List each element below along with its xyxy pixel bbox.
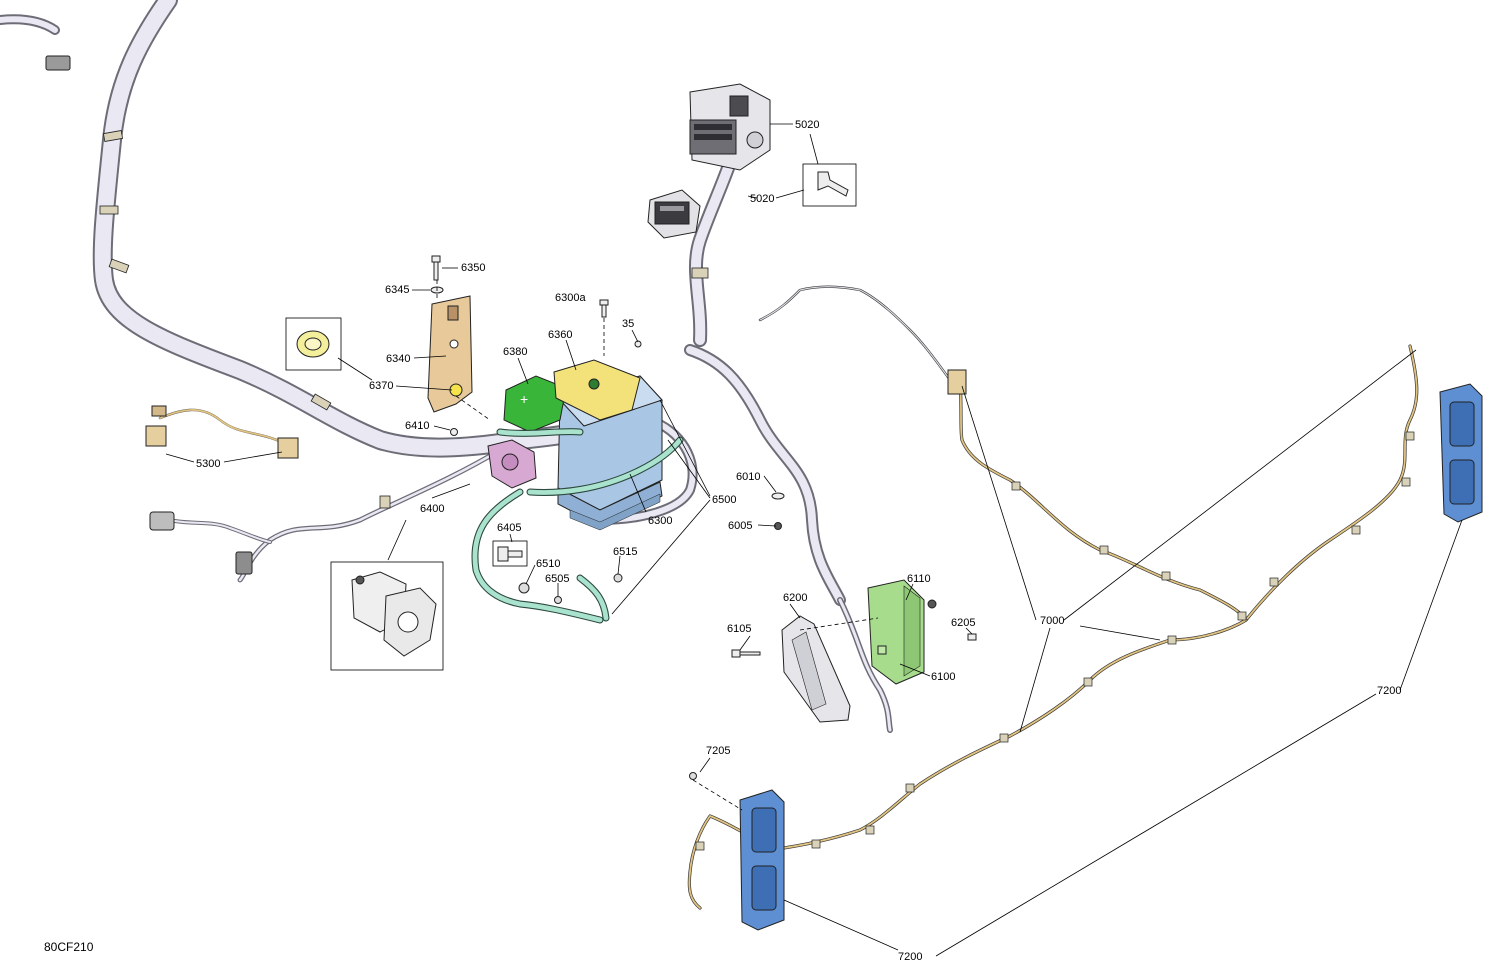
bolt-6205 bbox=[967, 633, 977, 641]
callout-6005: 6005 bbox=[728, 520, 752, 532]
holder-6360 bbox=[553, 359, 641, 421]
callout-6500: 6500 bbox=[712, 494, 736, 506]
callout-6405: 6405 bbox=[497, 522, 521, 534]
callout-6300: 6300 bbox=[648, 515, 672, 527]
nut-35 bbox=[634, 340, 642, 348]
callout-5300: 5300 bbox=[196, 458, 220, 470]
cable-6500 bbox=[471, 428, 684, 624]
callout-6505: 6505 bbox=[545, 573, 569, 585]
callout-35: 35 bbox=[622, 318, 634, 330]
leader-lines bbox=[165, 123, 1463, 957]
callout-7205: 7205 bbox=[706, 745, 730, 757]
callout-5020: 5020 bbox=[750, 193, 774, 205]
nut-6515 bbox=[613, 573, 623, 583]
screw-6405-detail bbox=[492, 540, 528, 567]
callout-5020: 5020 bbox=[795, 119, 819, 131]
callout-6400: 6400 bbox=[420, 503, 444, 515]
callout-6360: 6360 bbox=[548, 329, 572, 341]
nut-6505 bbox=[554, 596, 562, 604]
callout-6350: 6350 bbox=[461, 262, 485, 274]
harness-clips bbox=[45, 55, 761, 575]
tail-light-7200-left bbox=[739, 789, 785, 931]
callout-7200: 7200 bbox=[898, 951, 922, 963]
nut-6110 bbox=[927, 599, 937, 609]
bolt-6105 bbox=[731, 649, 761, 658]
support-6200 bbox=[781, 615, 851, 723]
connector-5020-upper bbox=[689, 83, 771, 171]
diagram-code: 80CF210 bbox=[44, 940, 94, 954]
solenoid-6400-detail bbox=[330, 561, 444, 671]
callout-7200: 7200 bbox=[1377, 685, 1401, 697]
screw-6350 bbox=[431, 255, 441, 281]
tail-light-7200-right bbox=[1439, 383, 1483, 523]
callout-7000: 7000 bbox=[1040, 615, 1064, 627]
callout-6300a: 6300a bbox=[555, 292, 586, 304]
washer-6010 bbox=[771, 492, 785, 500]
bracket-6340 bbox=[427, 295, 473, 413]
callout-6110: 6110 bbox=[907, 573, 931, 585]
module-6100 bbox=[867, 579, 925, 685]
callout-labels: 5020 5020 6350 6345 6340 6370 6300a 35 6… bbox=[196, 119, 1401, 963]
callout-6370: 6370 bbox=[369, 380, 393, 392]
screw-7205 bbox=[689, 772, 697, 780]
harness-7000 bbox=[687, 285, 1419, 910]
harness-5300 bbox=[145, 405, 299, 459]
callout-6205: 6205 bbox=[951, 617, 975, 629]
callout-6410: 6410 bbox=[405, 420, 429, 432]
grommet-6370-detail bbox=[285, 317, 342, 371]
callout-6510: 6510 bbox=[536, 558, 560, 570]
solenoid-assembly bbox=[487, 439, 537, 489]
callout-6345: 6345 bbox=[385, 284, 409, 296]
bolt-6510 bbox=[518, 582, 530, 594]
callout-6105: 6105 bbox=[727, 623, 751, 635]
screw-5020-detail bbox=[802, 163, 857, 207]
callout-6200: 6200 bbox=[783, 592, 807, 604]
callout-6010: 6010 bbox=[736, 471, 760, 483]
connector-5020-lower bbox=[647, 189, 701, 239]
callout-6340: 6340 bbox=[386, 353, 410, 365]
screw-6300a bbox=[599, 299, 609, 318]
callout-6515: 6515 bbox=[613, 546, 637, 558]
nut-6410 bbox=[450, 428, 458, 436]
svg-text:+: + bbox=[520, 391, 528, 407]
callout-6380: 6380 bbox=[503, 346, 527, 358]
cover-6380: + bbox=[503, 375, 567, 433]
callout-6100: 6100 bbox=[931, 671, 955, 683]
